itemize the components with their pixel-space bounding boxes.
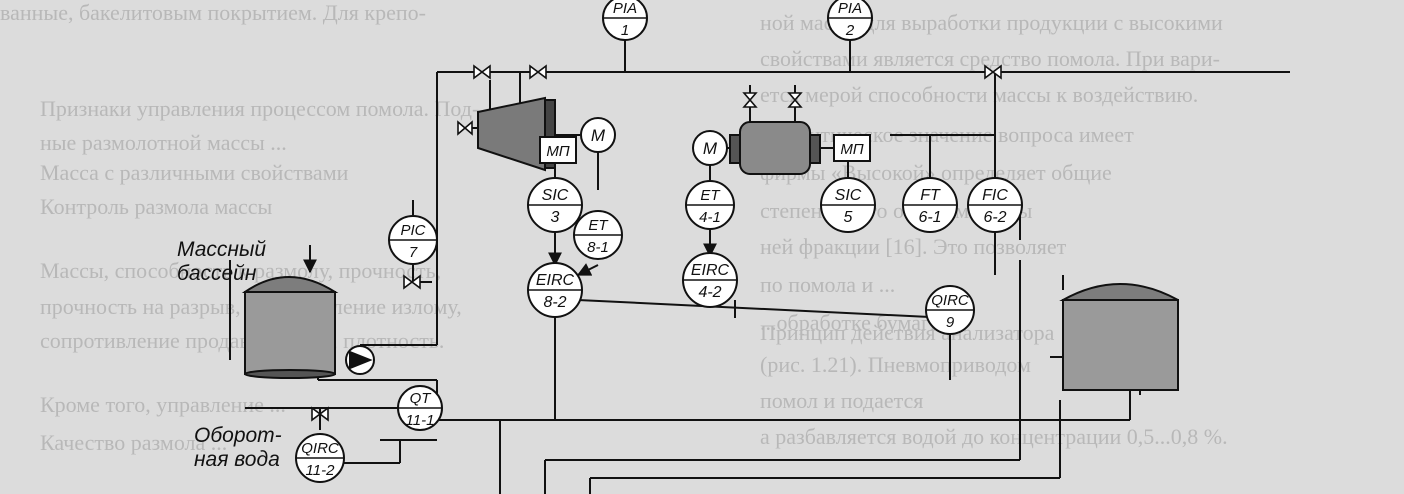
background-text-line: ней фракции [16]. Это позволяет	[760, 234, 1067, 259]
instrument-fic62: FIC 6-2	[967, 177, 1023, 233]
valves	[311, 64, 1002, 422]
instrument-number: 8-2	[543, 294, 566, 311]
background-text-line: Кроме того, управление ...	[40, 392, 286, 417]
instrument-number: 7	[409, 244, 418, 261]
instrument-qt111: QT 11-1	[397, 385, 443, 431]
instrument-circle	[602, 0, 648, 41]
instrument-number: 4-1	[699, 209, 721, 226]
piping-lines	[229, 40, 1290, 494]
background-text-line: свойствами является средство помола. При…	[760, 46, 1220, 71]
instrument-qirc9: QIRC 9	[925, 285, 975, 335]
background-text-line: Масса с различными свойствами	[40, 160, 349, 185]
background-text-line: ные размолотной массы ...	[40, 130, 287, 155]
instrument-tag: FT	[920, 187, 941, 204]
instrument-tag: PIC	[400, 222, 425, 239]
instrument-eirc82: EIRC 8-2	[527, 262, 583, 318]
instrument-tag: SIC	[542, 187, 569, 204]
instrument-tag: EIRC	[536, 272, 575, 289]
gearbox-label: МП	[840, 141, 863, 158]
instrument-number: 3	[551, 209, 560, 226]
pump	[345, 345, 375, 375]
instrument-sic3: SIC 3	[527, 177, 583, 233]
background-text-line: ванные, бакелитовым покрытием. Для крепо…	[0, 0, 426, 25]
instrument-tag: SIC	[835, 187, 862, 204]
instrument-tag: QT	[410, 390, 433, 407]
instrument-tag: QIRC	[931, 292, 969, 309]
label-mass-pool: Массный бассейн	[177, 238, 287, 286]
instrument-number: 8-1	[587, 239, 609, 256]
background-text-line: ется мерой способности массы к воздейств…	[760, 82, 1199, 107]
instrument-number: 4-2	[698, 284, 721, 301]
instrument-sic5: SIC 5	[820, 177, 876, 233]
instrument-tag: EIRC	[691, 262, 730, 279]
motor-m1: M	[580, 117, 616, 153]
background-text-line: по помола и ...	[760, 272, 896, 297]
instrument-et41: ET 4-1	[685, 180, 735, 230]
background-text-line: а разбавляется водой до концентрации 0,5…	[760, 424, 1228, 449]
instrument-tag: FIC	[982, 187, 1008, 204]
instrument-number: 5	[844, 209, 853, 226]
motor-m2: M	[692, 130, 728, 166]
motor-label: M	[591, 126, 606, 145]
background-text-line: Принцип действия анализатора	[760, 320, 1055, 345]
instrument-tag: ET	[588, 217, 609, 234]
instrument-pia2: PIA 2	[827, 0, 873, 41]
refiner-1	[477, 96, 556, 172]
instrument-circle	[827, 0, 873, 41]
background-text-line: Признаки управления процессом помола. По…	[40, 96, 480, 121]
background-text-line: помол и подается	[760, 388, 924, 413]
instrument-qirc112: QIRC 11-2	[295, 433, 345, 483]
background-text-line: Качество размола ...	[40, 430, 228, 455]
instrument-eirc42: EIRC 4-2	[682, 252, 738, 308]
instrument-number: 9	[946, 314, 955, 331]
gearbox-label: МП	[546, 143, 569, 160]
instrument-number: 6-1	[918, 209, 941, 226]
background-text-line: (рис. 1.21). Пневмоприводом	[760, 352, 1031, 377]
instrument-tag: PIA	[838, 0, 862, 17]
instrument-pia1: PIA 1	[602, 0, 648, 41]
gearbox-mp2: МП	[833, 134, 871, 162]
instrument-number: 2	[845, 22, 855, 39]
background-text-line: сопротивление продавливанию, плотность.	[40, 328, 445, 353]
refiner-2	[729, 121, 821, 175]
instrument-number: 6-2	[983, 209, 1006, 226]
gearbox-mp1: МП	[539, 136, 577, 164]
instrument-pic7: PIC 7	[388, 215, 438, 265]
instrument-ft61: FT 6-1	[902, 177, 958, 233]
background-text-line: Массы, способность к размолу, прочность,	[40, 258, 442, 283]
label-mass-pool-text: Массный бассейн	[177, 238, 267, 285]
mass-pool-tank	[241, 276, 339, 379]
instrument-tag: ET	[700, 187, 721, 204]
label-circulating-water-text: Оборот-ная вода	[194, 424, 282, 471]
instrument-tag: QIRC	[301, 440, 339, 457]
motor-label: M	[703, 139, 718, 158]
instrument-tag: PIA	[613, 0, 637, 17]
instrument-number: 1	[621, 22, 629, 39]
label-circulating-water: Оборот-ная вода	[194, 424, 309, 472]
instrument-number: 11-2	[306, 462, 336, 479]
instrument-et81: ET 8-1	[573, 210, 623, 260]
instrument-number: 11-1	[406, 412, 435, 429]
background-text-line: Контроль размола массы	[40, 194, 273, 219]
storage-tank-right	[1059, 283, 1179, 391]
